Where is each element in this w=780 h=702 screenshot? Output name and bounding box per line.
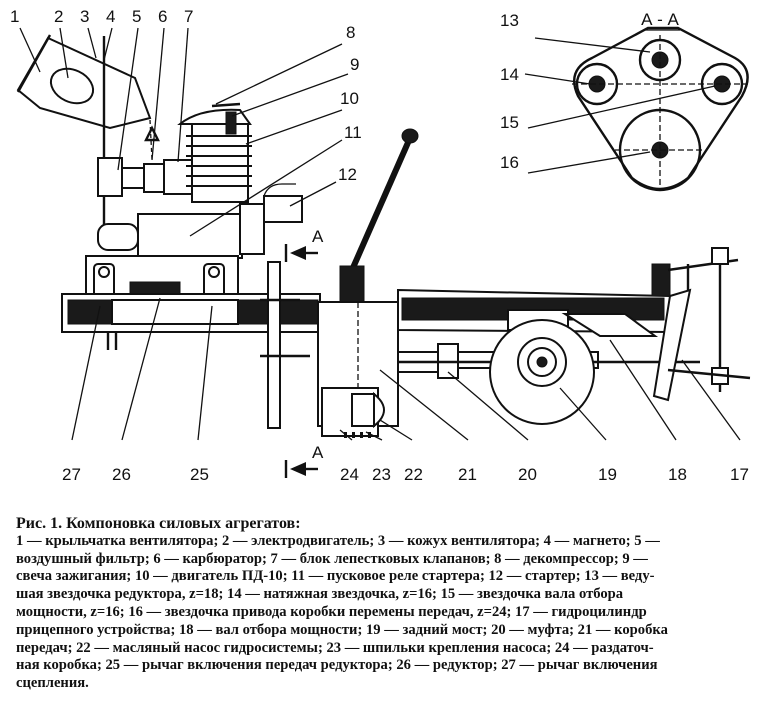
callout-26: 26 bbox=[112, 465, 131, 484]
callout-27: 27 bbox=[62, 465, 81, 484]
callout-7: 7 bbox=[184, 7, 193, 26]
caption-line: воздушный фильтр; 6 — карбюратор; 7 — бл… bbox=[16, 550, 648, 567]
leader-lines bbox=[19, 27, 741, 441]
caption-line: передач; 22 — масляный насос гидросистем… bbox=[16, 639, 654, 656]
carburettor-6 bbox=[143, 163, 165, 193]
callout-20: 20 bbox=[518, 465, 537, 484]
section-marker-top: А bbox=[284, 227, 324, 262]
hitch-group bbox=[651, 247, 751, 402]
starter-12 bbox=[263, 195, 303, 223]
callout-8: 8 bbox=[346, 23, 355, 42]
callout-12: 12 bbox=[338, 165, 357, 184]
callout-9: 9 bbox=[350, 55, 359, 74]
callout-19: 19 bbox=[598, 465, 617, 484]
callouts: 1 2 3 4 5 6 7 8 9 10 11 12 13 14 15 16 1… bbox=[10, 7, 749, 484]
callout-21: 21 bbox=[458, 465, 477, 484]
callout-15: 15 bbox=[500, 113, 519, 132]
cylinder-head bbox=[177, 108, 252, 125]
decompressor-8 bbox=[211, 102, 241, 108]
caption-line: шая звездочка редуктора, z=18; 14 — натя… bbox=[16, 586, 624, 603]
caption-line: свеча зажигания; 10 — двигатель ПД-10; 1… bbox=[16, 568, 655, 585]
section-marker-bottom: А bbox=[284, 443, 324, 478]
caption-line: прицепного устройства; 18 — вал отбора м… bbox=[16, 621, 668, 638]
callout-11: 11 bbox=[344, 123, 362, 142]
callout-22: 22 bbox=[404, 465, 423, 484]
section-label: А - А bbox=[641, 10, 679, 29]
callout-14: 14 bbox=[500, 65, 519, 84]
caption-title: Рис. 1. Компоновка силовых агрегатов: bbox=[16, 515, 301, 532]
callout-23: 23 bbox=[372, 465, 391, 484]
caption-line: 1 — крыльчатка вентилятора; 2 — электрод… bbox=[16, 532, 660, 549]
callout-4: 4 bbox=[106, 7, 115, 26]
callout-18: 18 bbox=[668, 465, 687, 484]
section-marker-label-top: А bbox=[312, 227, 324, 246]
starter-relay-11 bbox=[239, 203, 265, 255]
callout-3: 3 bbox=[80, 7, 89, 26]
electric-motor-2 bbox=[49, 67, 95, 105]
caption-line: сцепления. bbox=[16, 675, 89, 692]
callout-6: 6 bbox=[158, 7, 167, 26]
callout-5: 5 bbox=[132, 7, 141, 26]
section-marker-label-bottom: А bbox=[312, 443, 324, 462]
callout-13: 13 bbox=[500, 11, 519, 30]
callout-10: 10 bbox=[340, 89, 359, 108]
callout-25: 25 bbox=[190, 465, 209, 484]
callout-2: 2 bbox=[54, 7, 63, 26]
caption-line: ная коробка; 25 — рычаг включения переда… bbox=[16, 657, 658, 674]
caption-line: мощности, z=16; 16 — звездочка привода к… bbox=[16, 603, 647, 620]
hydro-cylinder-17 bbox=[652, 288, 692, 402]
sprocket-plate bbox=[267, 261, 281, 429]
gear-lever bbox=[349, 136, 413, 272]
callout-1: 1 bbox=[10, 7, 19, 26]
callout-24: 24 bbox=[340, 465, 359, 484]
layout-diagram: А - А bbox=[10, 7, 751, 484]
callout-16: 16 bbox=[500, 153, 519, 172]
figure-caption: Рис. 1. Компоновка силовых агрегатов: 1 … bbox=[16, 515, 768, 693]
section-a-a: А - А bbox=[524, 10, 749, 192]
callout-17: 17 bbox=[730, 465, 749, 484]
oil-pump-22 bbox=[373, 391, 385, 429]
engine-group bbox=[16, 34, 303, 259]
spark-plug-9 bbox=[225, 111, 237, 135]
